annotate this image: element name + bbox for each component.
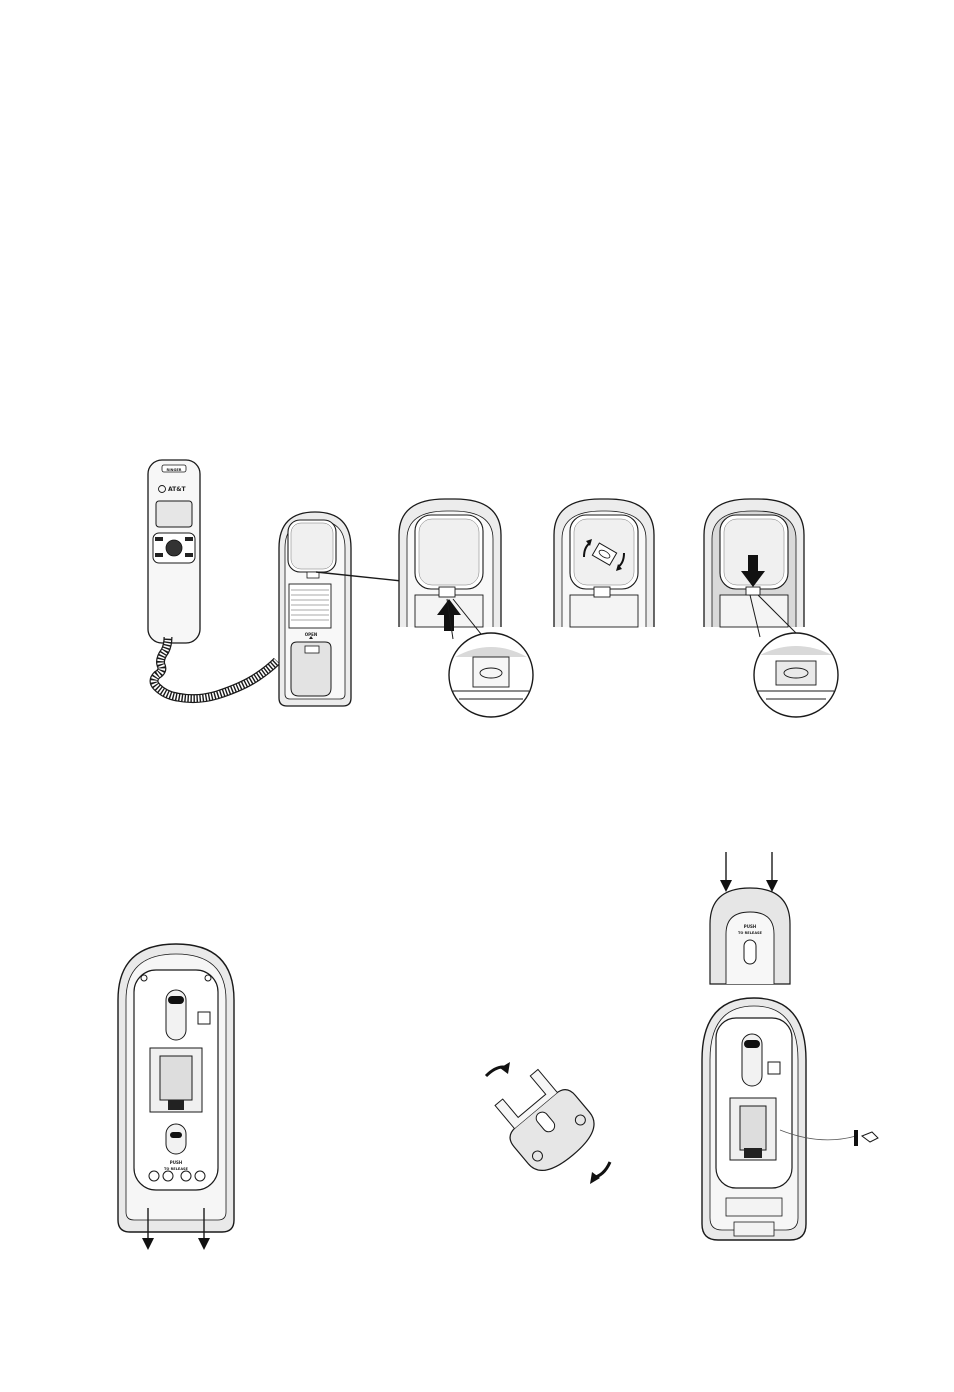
magnifier-circle	[449, 633, 533, 717]
phone-base-front: OPEN	[275, 508, 355, 708]
bracket-push-label: PUSH	[170, 1160, 182, 1165]
step-push-down-figure	[700, 495, 860, 725]
down-arrow-icon	[720, 852, 778, 892]
brand-logo-text: AT&T	[168, 486, 187, 493]
attach-push-label: PUSH	[744, 924, 756, 929]
bracket-rotate-figure	[478, 1050, 618, 1190]
base-back-slide-out-figure: PUSH TO RELEASE	[110, 940, 245, 1255]
handset-top-label: RINGER	[167, 468, 182, 472]
magnifier-circle	[754, 633, 838, 717]
attach-release-label: TO RELEASE	[738, 931, 763, 935]
step-push-up-figure	[395, 495, 555, 725]
corded-handset-figure: RINGER AT&T	[140, 455, 290, 730]
bracket-attach-figure: PUSH TO RELEASE	[690, 848, 900, 1268]
step-rotate-figure	[550, 495, 658, 630]
bracket-release-label: TO RELEASE	[164, 1167, 189, 1171]
